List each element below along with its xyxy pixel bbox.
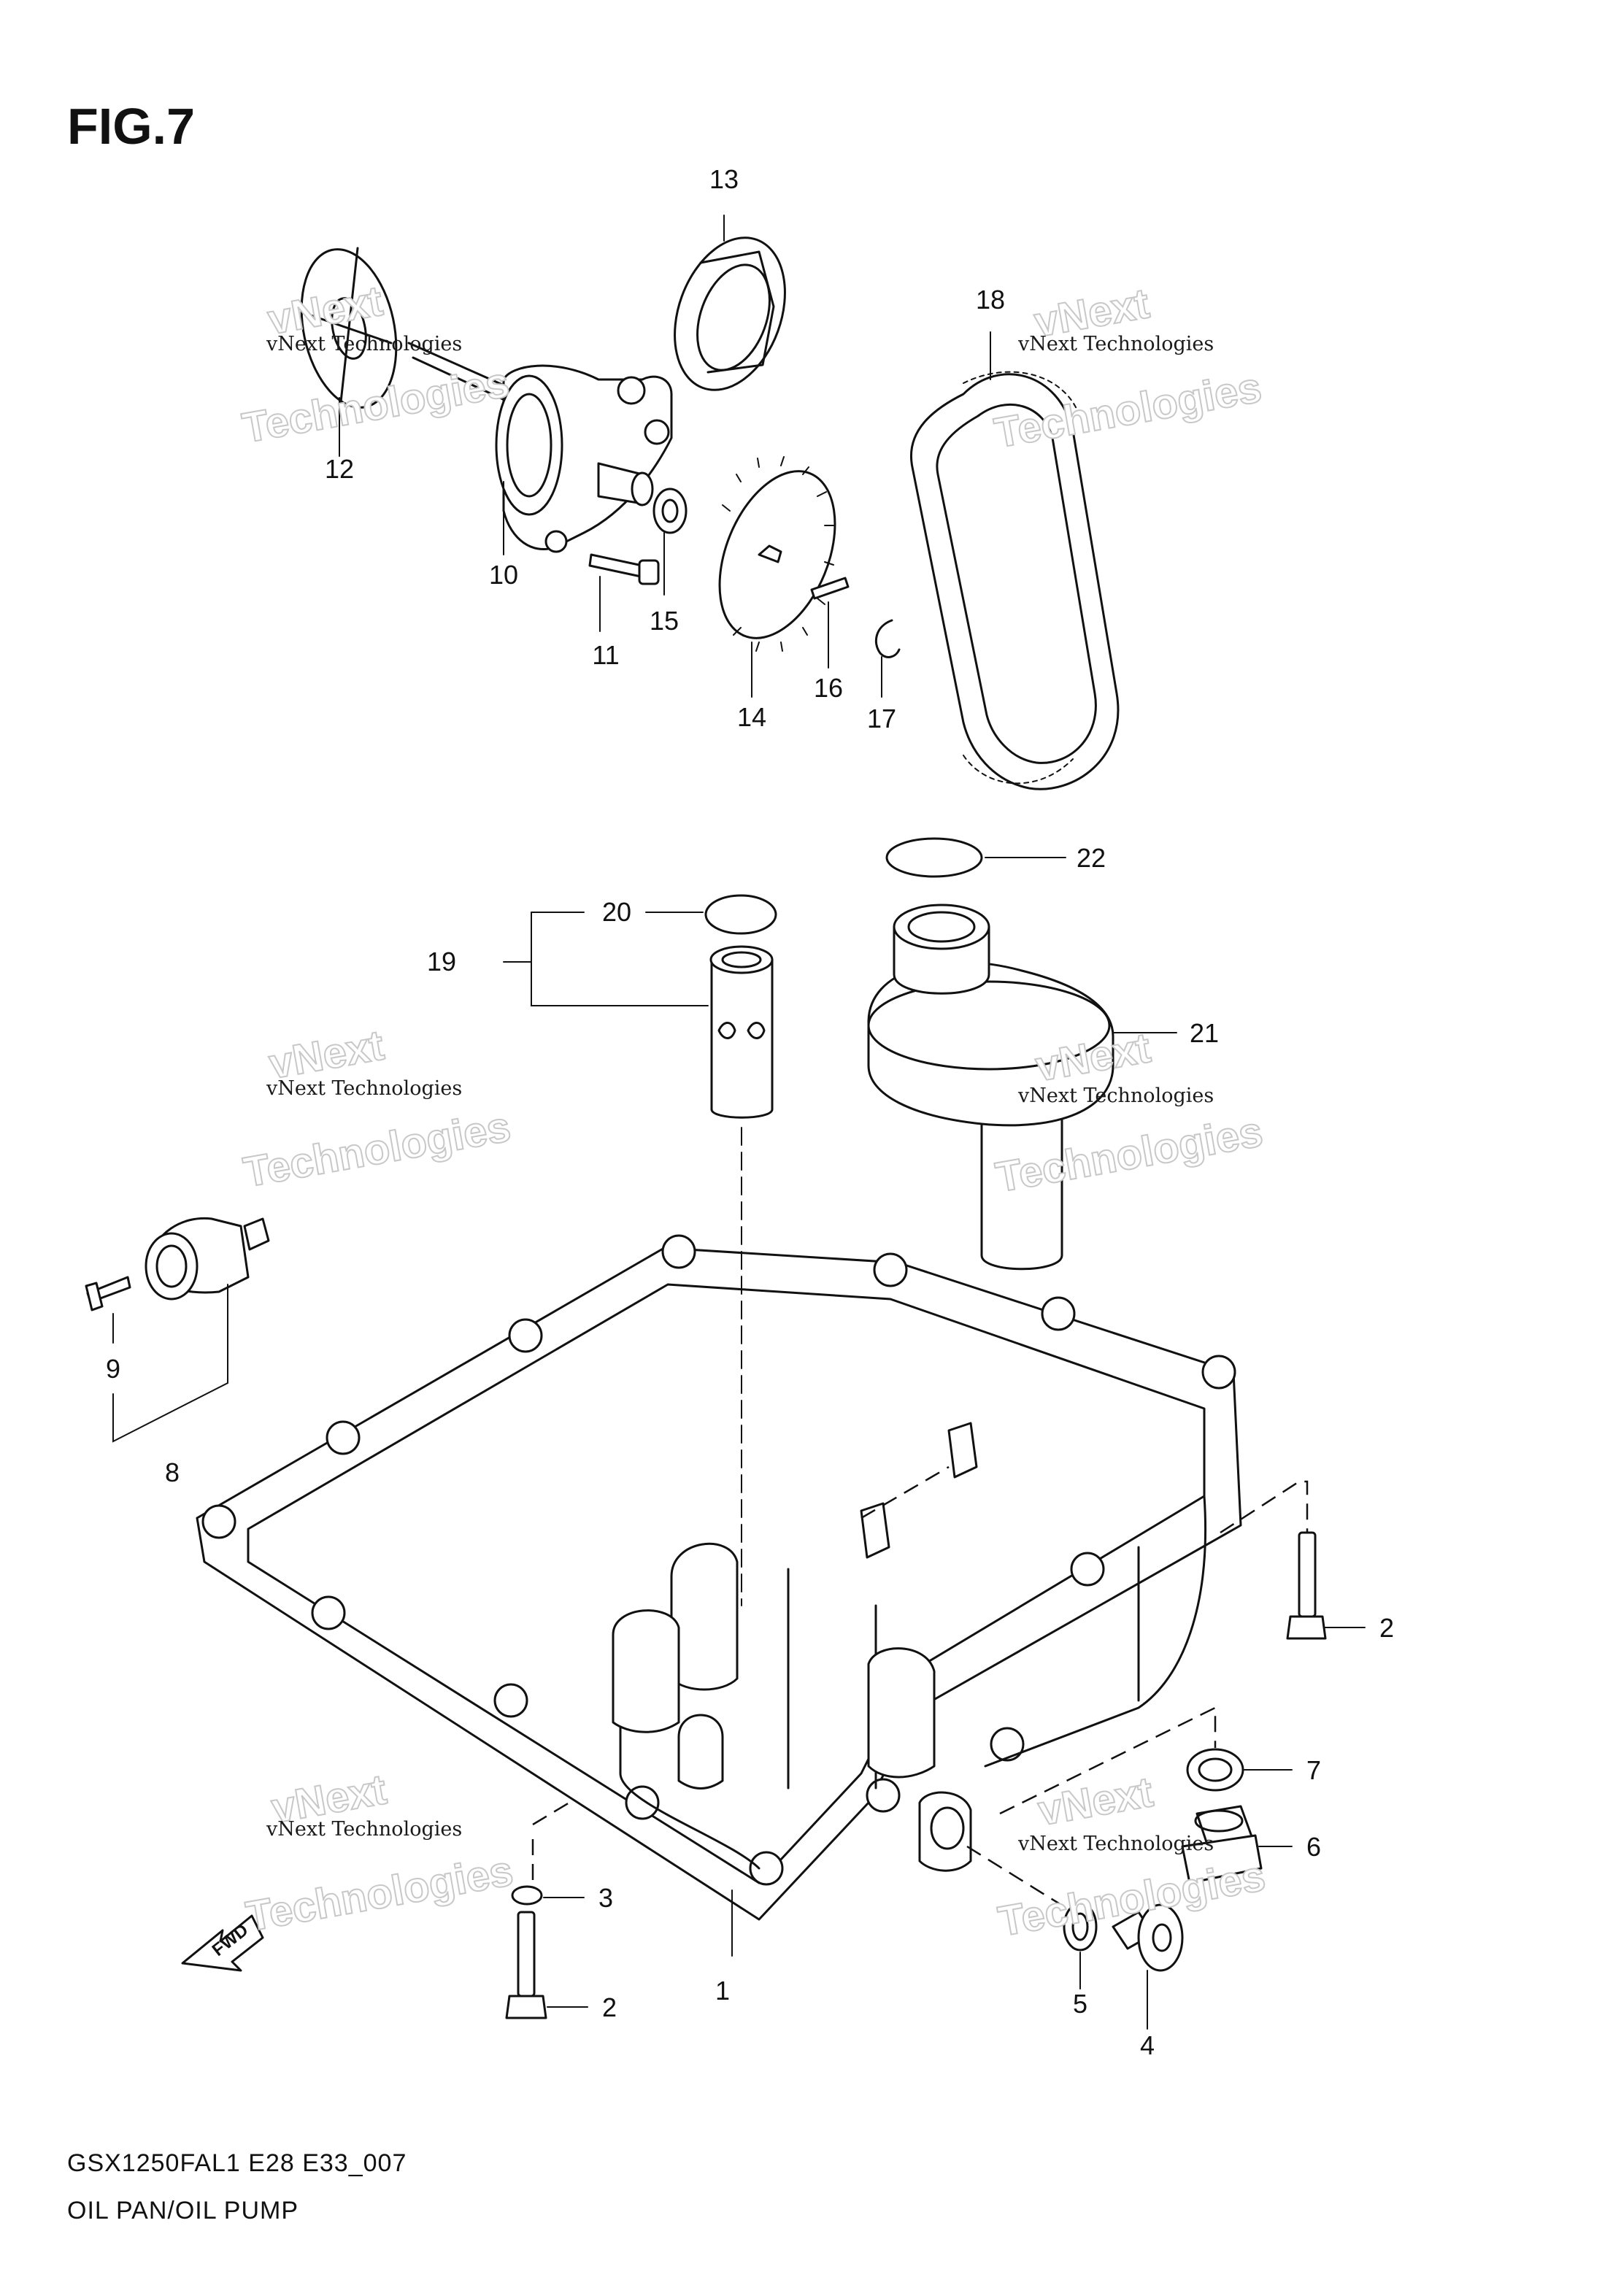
part-4-drain-plug bbox=[1112, 1903, 1184, 1972]
part-10-pump bbox=[407, 342, 673, 553]
watermark-top-right: vNext Technologies bbox=[990, 279, 1266, 458]
part-2-bolt-left bbox=[505, 1911, 547, 2019]
watermark-line1: vNext Technologies bbox=[266, 1818, 462, 1841]
figure-label: FIG.7 bbox=[67, 98, 195, 155]
part-11-bolt bbox=[588, 553, 660, 585]
part-6-plug bbox=[1181, 1805, 1263, 1884]
part-2-bolt-right bbox=[1286, 1531, 1327, 1640]
callout-8: 8 bbox=[165, 1457, 180, 1487]
part-3-washer bbox=[511, 1885, 543, 1906]
watermark-line3: Technologies bbox=[243, 1847, 517, 1941]
callout-15: 15 bbox=[650, 606, 679, 636]
watermark-line2: vNext bbox=[1035, 1768, 1157, 1835]
leader-lines bbox=[112, 215, 1366, 2030]
watermark-line2: vNext bbox=[264, 277, 386, 344]
part-16-pin bbox=[810, 577, 850, 600]
part-14-gear bbox=[718, 456, 836, 652]
callout-12: 12 bbox=[325, 454, 354, 484]
callout-11: 11 bbox=[592, 640, 619, 670]
callout-2-right: 2 bbox=[1379, 1613, 1394, 1643]
part-13-sprocket bbox=[674, 236, 786, 391]
callout-3: 3 bbox=[598, 1883, 613, 1913]
watermark-line1: vNext Technologies bbox=[1017, 1085, 1214, 1107]
part-21-strainer bbox=[867, 904, 1114, 1271]
callout-19: 19 bbox=[427, 947, 456, 976]
callout-20: 20 bbox=[602, 897, 631, 927]
watermark-line3: Technologies bbox=[240, 1103, 514, 1196]
part-19-pipe bbox=[709, 945, 774, 1119]
callout-17: 17 bbox=[867, 704, 896, 733]
callout-4: 4 bbox=[1140, 2030, 1155, 2060]
callout-2-left: 2 bbox=[602, 1992, 617, 2022]
part-18-chain bbox=[910, 371, 1120, 790]
callout-22: 22 bbox=[1077, 843, 1106, 873]
part-15-washer bbox=[652, 488, 688, 534]
watermark-line1: vNext Technologies bbox=[1017, 333, 1214, 355]
callout-9: 9 bbox=[106, 1354, 120, 1384]
callout-18: 18 bbox=[976, 285, 1005, 315]
callout-10: 10 bbox=[489, 560, 518, 590]
watermark-line1: vNext Technologies bbox=[1017, 1833, 1214, 1855]
oil-pump-group bbox=[300, 236, 901, 658]
watermark-line1: vNext Technologies bbox=[266, 333, 462, 355]
part-12-screen bbox=[300, 247, 398, 410]
part-1-oil-pan bbox=[196, 1234, 1242, 1921]
watermark-bottom-left: vNext Technologies bbox=[242, 1765, 517, 1941]
part-17-clip bbox=[874, 619, 901, 658]
part-20-o-ring bbox=[704, 894, 777, 935]
watermark-line1: vNext Technologies bbox=[266, 1077, 462, 1100]
callout-7: 7 bbox=[1306, 1755, 1321, 1785]
callout-16: 16 bbox=[814, 673, 843, 703]
callout-13: 13 bbox=[709, 164, 739, 194]
part-7-gasket bbox=[1186, 1748, 1244, 1792]
model-code: GSX1250FAL1 E28 E33_007 bbox=[67, 2149, 407, 2177]
callout-5: 5 bbox=[1073, 1989, 1087, 2019]
section-title: OIL PAN/OIL PUMP bbox=[67, 2197, 299, 2224]
part-8-pressure-switch bbox=[85, 1217, 270, 1311]
callout-numbers: 1 2 2 3 4 5 6 7 8 9 10 11 12 13 14 15 16… bbox=[106, 164, 1394, 2060]
callout-6: 6 bbox=[1306, 1832, 1321, 1862]
callout-21: 21 bbox=[1190, 1018, 1219, 1048]
callout-1: 1 bbox=[715, 1976, 730, 2006]
watermark-line3: Technologies bbox=[991, 363, 1265, 457]
part-5-gasket bbox=[1063, 1902, 1098, 1952]
part-22-o-ring bbox=[885, 837, 983, 878]
callout-14: 14 bbox=[737, 702, 766, 732]
